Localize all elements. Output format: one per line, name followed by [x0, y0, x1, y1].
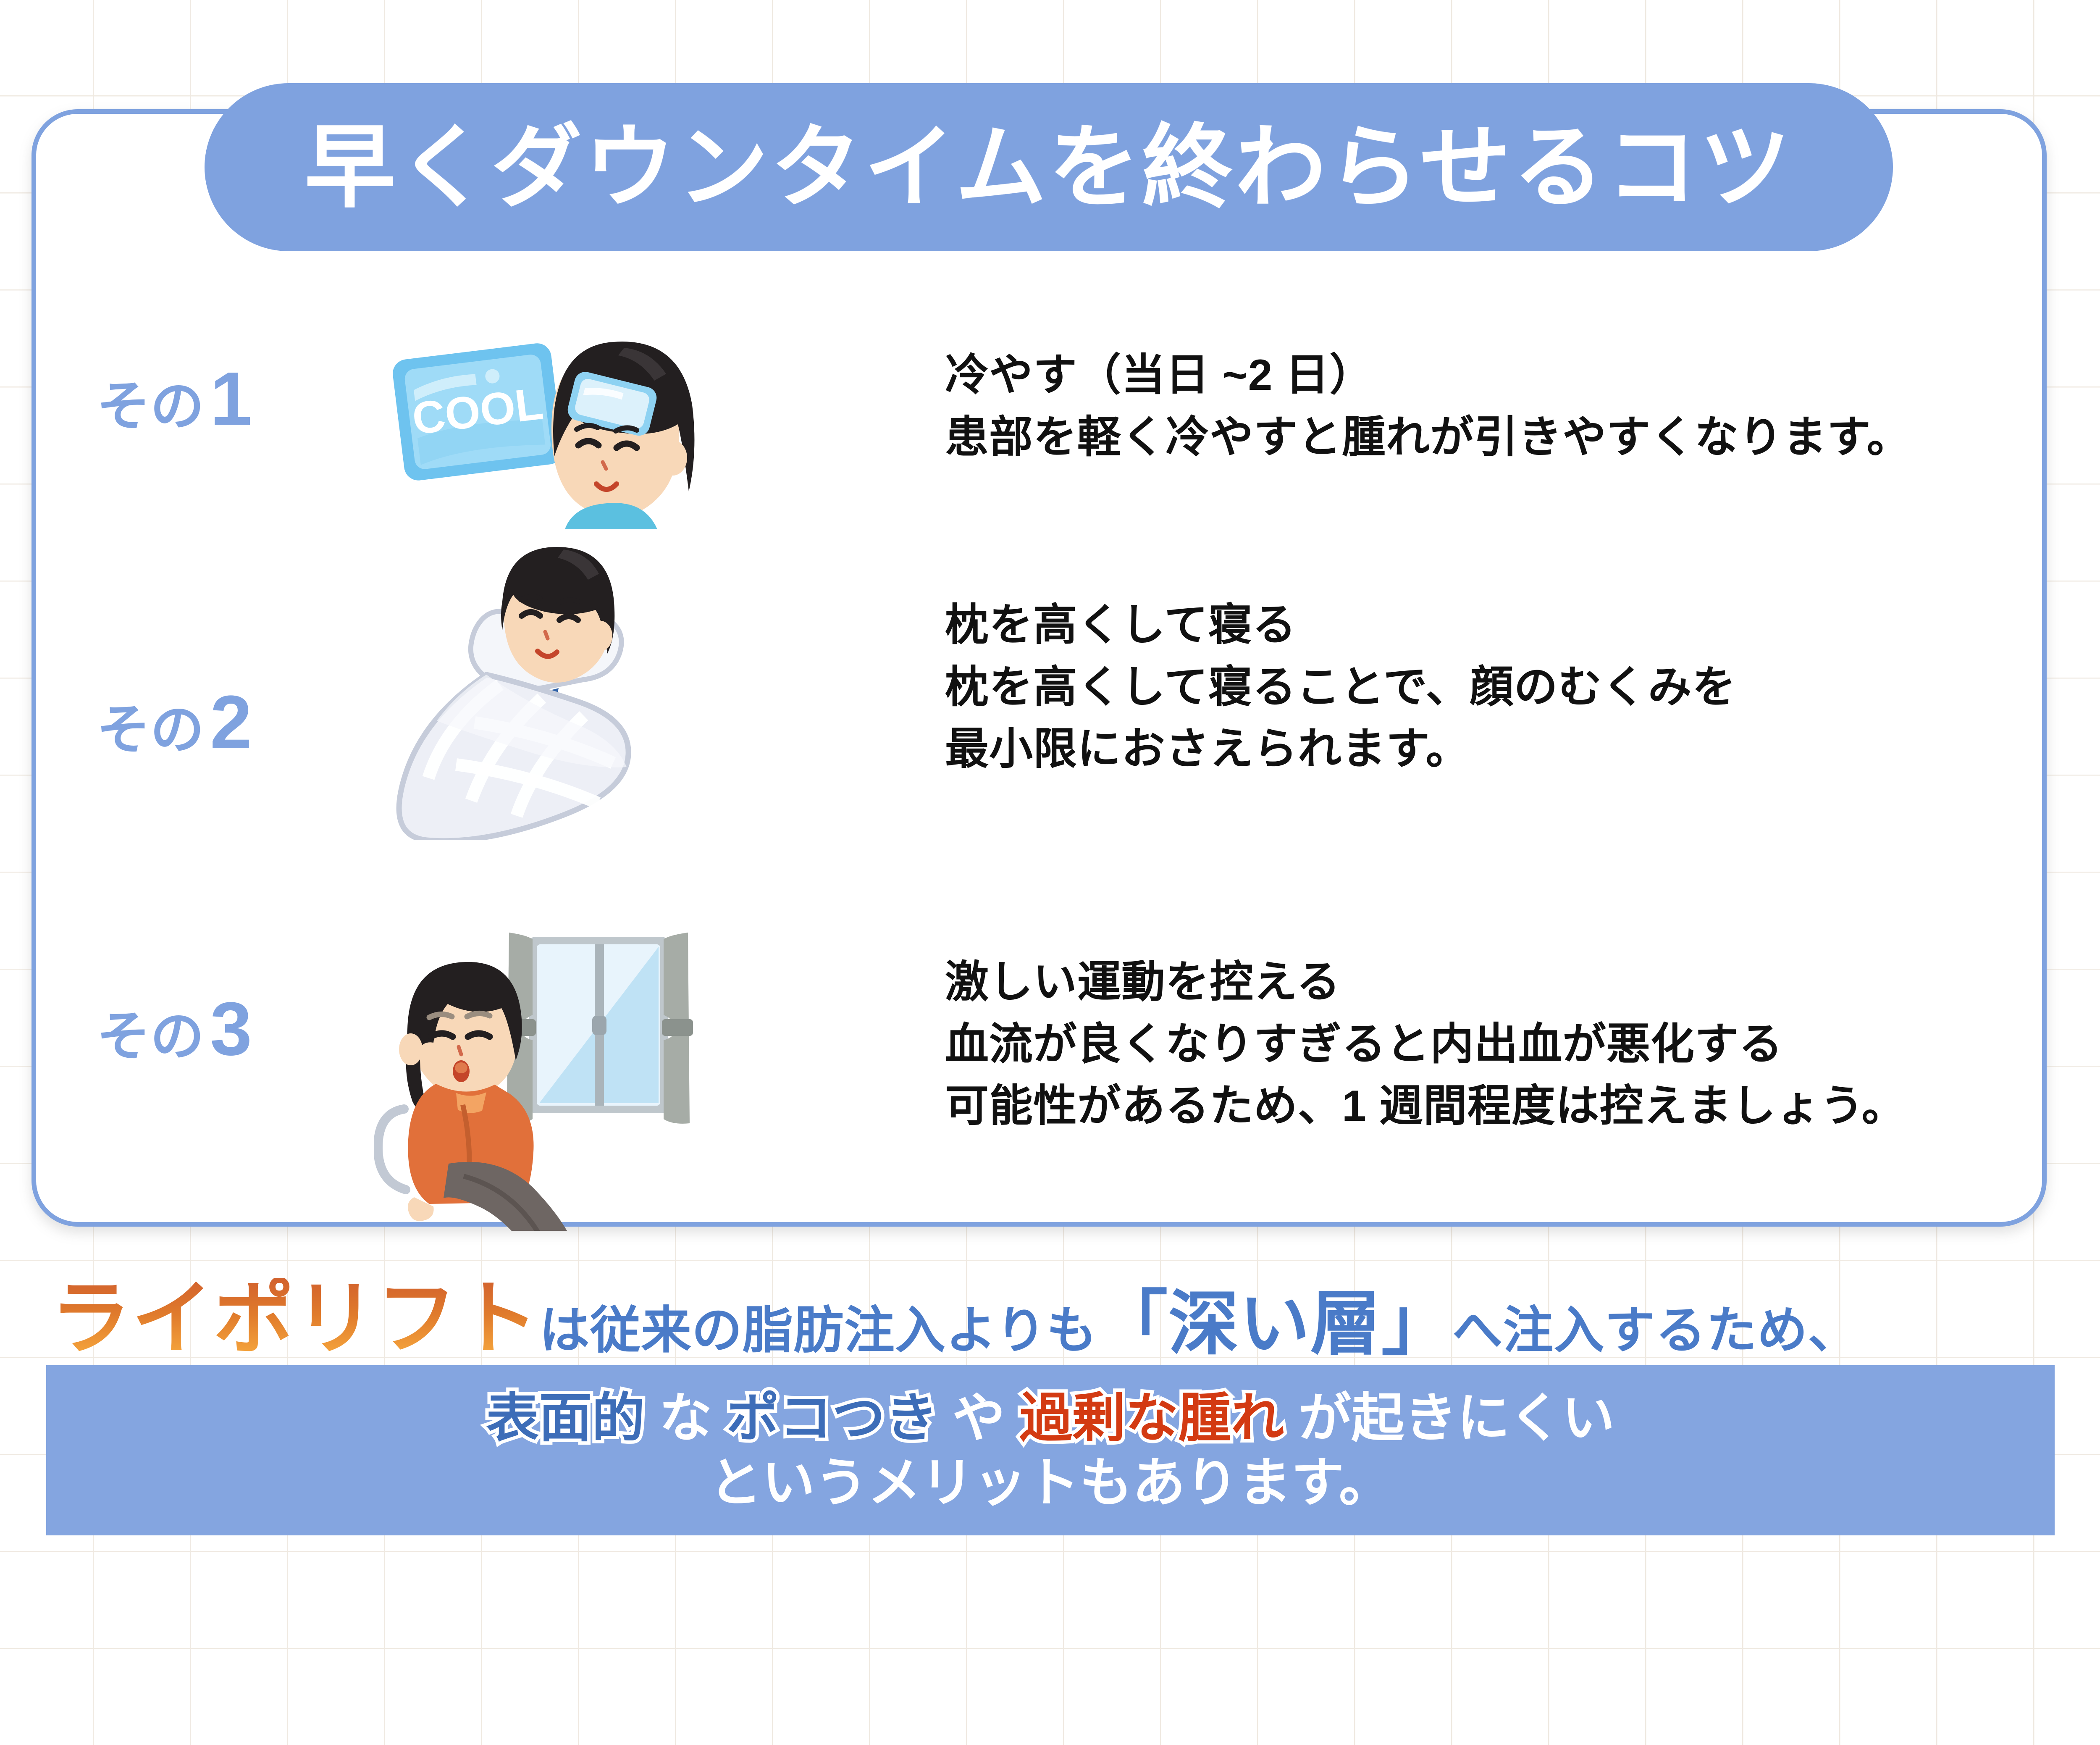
step-label-1: その 1	[97, 319, 374, 437]
benefit-highlight-lumpiness: ポコつき	[723, 1385, 941, 1451]
step-text-1: 冷やす（当日 ~2 日） 患部を軽く冷やすと腫れが引きやすくなります。	[945, 351, 1911, 462]
step-label-prefix: その	[97, 700, 205, 760]
promo-emphasis: 「深い層」	[1097, 1284, 1452, 1363]
step-label-prefix: その	[97, 1007, 205, 1067]
benefit-particle-ya: や	[952, 1388, 1005, 1448]
promo-text-before: は従来の脂肪注入よりも	[539, 1302, 1097, 1359]
brand-name: ライポリフト	[50, 1273, 539, 1364]
benefit-banner: 表面的なポコつきや過剰な腫れが起きにくい というメリットもあります。	[46, 1365, 2055, 1535]
benefit-banner-line-2: というメリットもあります。	[709, 1453, 1392, 1512]
step-label-number: 3	[210, 987, 252, 1071]
step-label-2: その 2	[97, 546, 374, 760]
sleeping-on-pillow-illustration	[374, 546, 710, 844]
step-label-number: 1	[210, 357, 252, 441]
step-row-2: その 2	[97, 546, 1736, 844]
page-title-pill: 早くダウンタイムを終わらせるコツ	[205, 83, 1893, 251]
benefit-highlight-surface: 表面的	[483, 1385, 648, 1451]
step-row-1: その 1 COOL	[97, 319, 1911, 529]
step-text-3: 激しい運動を控える 血流が良くなりすぎると内出血が悪化する 可能性があるため、1…	[945, 958, 1906, 1131]
step-label-number: 2	[210, 680, 252, 765]
resting-indoors-by-window-illustration	[373, 903, 710, 1264]
step-label-prefix: その	[97, 376, 205, 436]
step-row-3: その 3	[97, 903, 1906, 1264]
page-title: 早くダウンタイムを終わらせるコツ	[304, 116, 1793, 218]
benefit-particle-na: な	[659, 1388, 712, 1448]
tips-card	[32, 109, 2047, 1227]
benefit-highlight-swelling: 過剰な腫れ	[1016, 1385, 1287, 1451]
step-text-2: 枕を高くして寝る 枕を高くして寝ることで、顔のむくみを 最小限におさえられます。	[945, 601, 1736, 774]
promo-text-after: へ注入するため、	[1452, 1302, 1859, 1359]
promo-line: ライポリフト は従来の脂肪注入よりも 「深い層」 へ注入するため、	[50, 1250, 2062, 1359]
benefit-tail-1: が起きにくい	[1298, 1388, 1615, 1448]
cool-gel-sheet-boy-illustration: COOL	[374, 319, 710, 529]
step-label-3: その 3	[97, 903, 374, 1067]
benefit-banner-line-1: 表面的なポコつきや過剰な腫れが起きにくい	[483, 1385, 1615, 1451]
